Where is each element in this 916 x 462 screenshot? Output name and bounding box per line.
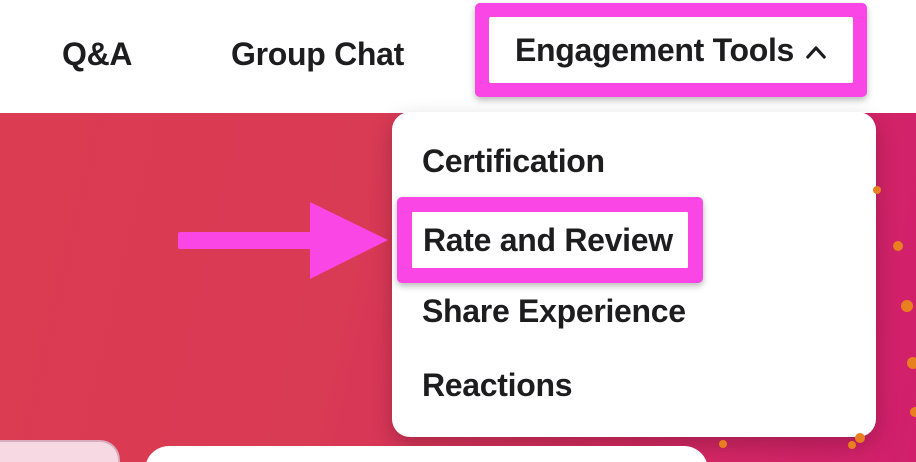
background-dot xyxy=(855,433,865,443)
annotation-arrow-head xyxy=(310,202,388,279)
background-dot xyxy=(907,357,916,369)
background-dot xyxy=(848,441,856,449)
menu-item-rate-and-review[interactable]: Rate and Review xyxy=(423,222,673,258)
background-dot xyxy=(719,440,727,448)
annotation-arrow-shaft xyxy=(178,232,316,249)
nav-item-engagement-tools-label[interactable]: Engagement Tools xyxy=(514,32,795,68)
menu-item-certification[interactable]: Certification xyxy=(422,143,605,179)
background-dot xyxy=(893,241,903,251)
background-dot xyxy=(901,300,913,312)
annotation-box-inner: Rate and Review xyxy=(412,212,688,268)
bottom-left-panel xyxy=(0,440,120,462)
menu-item-reactions[interactable]: Reactions xyxy=(422,367,573,403)
menu-item-share-experience[interactable]: Share Experience xyxy=(422,293,686,329)
nav-item-qa[interactable]: Q&A xyxy=(62,36,133,72)
engagement-tools-menu: Certification Rate and Review Share Expe… xyxy=(392,112,876,437)
background-dot xyxy=(910,407,916,417)
background-dot xyxy=(873,186,881,194)
top-nav-bar: Q&A Group Chat Engagement Tools xyxy=(0,0,916,113)
annotation-box-engagement-tools: Engagement Tools xyxy=(475,3,867,97)
nav-item-engagement-tools[interactable]: Engagement Tools xyxy=(489,17,853,83)
chevron-up-icon xyxy=(806,45,826,59)
nav-item-group-chat[interactable]: Group Chat xyxy=(231,36,404,72)
annotation-box-rate-and-review: Rate and Review xyxy=(397,197,703,283)
bottom-center-panel xyxy=(145,446,708,462)
